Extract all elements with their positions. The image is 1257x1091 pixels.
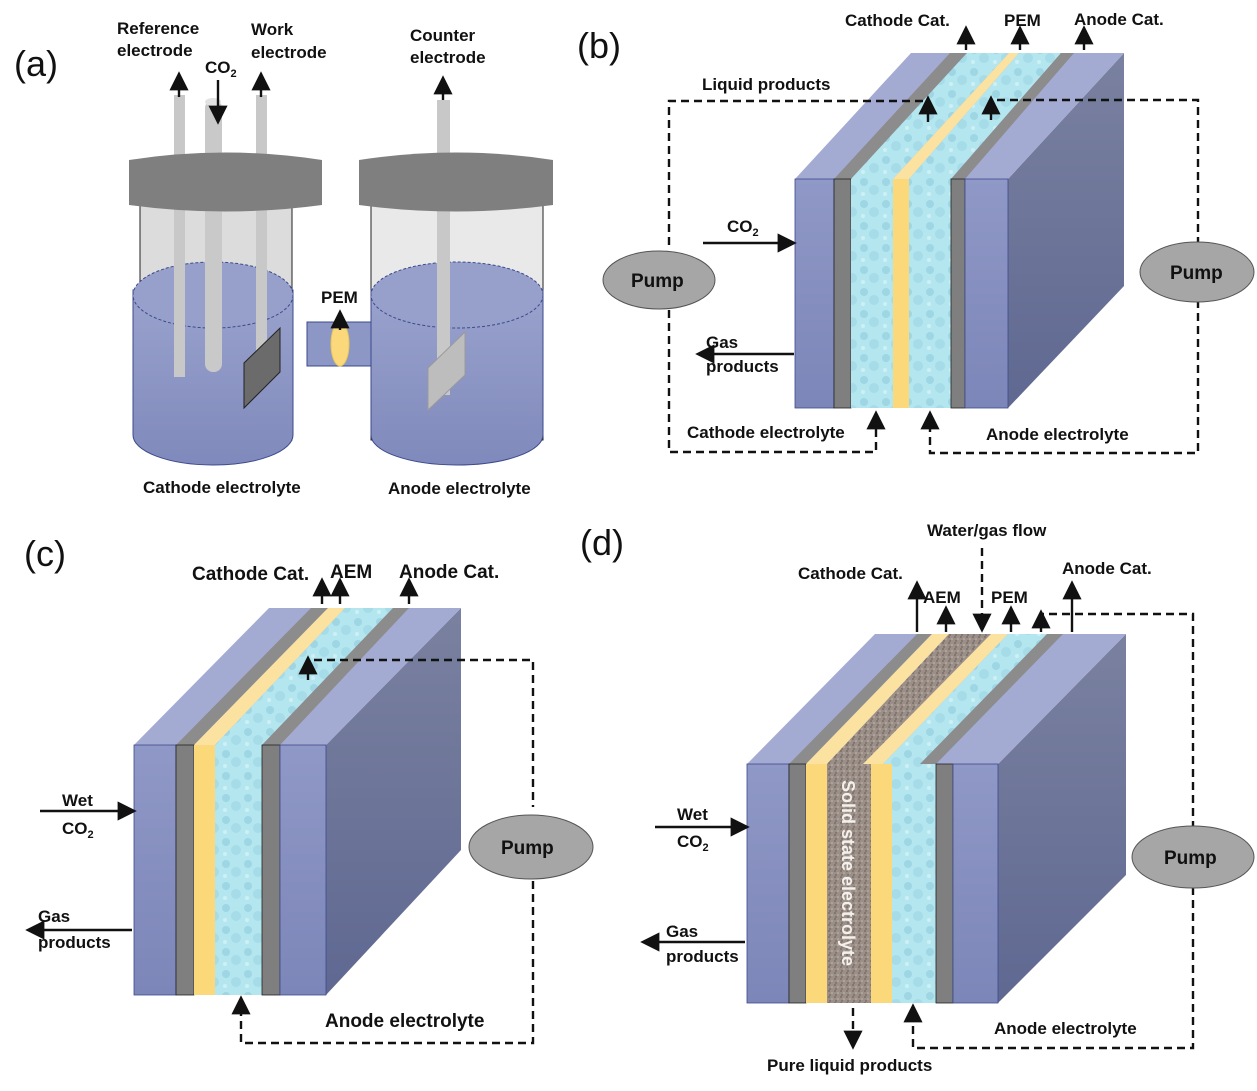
panel-c: (c) Cathode Cat. AEM Anode Cat. Pump Wet… xyxy=(24,533,594,1045)
d-anode-loop-bottom xyxy=(903,887,1195,1050)
d-cell-side-face xyxy=(998,634,1126,1003)
work-label-1: Work xyxy=(251,20,294,39)
d-anode-cat-label: Anode Cat. xyxy=(1062,559,1152,578)
b-anode-electrolyte-label: Anode electrolyte xyxy=(986,425,1129,444)
anode-electrolyte-label: Anode electrolyte xyxy=(388,479,531,498)
c-anode-loop-top xyxy=(306,658,535,807)
d-aem-layer xyxy=(806,764,827,1003)
d-pump-label: Pump xyxy=(1164,848,1217,869)
c-pump xyxy=(468,814,594,880)
c-aem-layer xyxy=(194,745,215,995)
d-anode-plate xyxy=(952,763,999,1004)
c-anode-plate xyxy=(279,744,327,996)
d-cathode-cat-label: Cathode Cat. xyxy=(798,564,903,583)
b-pump-left-label: Pump xyxy=(631,271,684,292)
c-gas-label-1: Gas xyxy=(38,907,70,926)
b-cathode-electrolyte-label: Cathode electrolyte xyxy=(687,423,845,442)
d-wet-label: Wet xyxy=(677,805,708,824)
d-pure-liquid-products-label: Pure liquid products xyxy=(767,1056,932,1075)
b-pump-left xyxy=(602,250,716,310)
d-anode-electrolyte-label: Anode electrolyte xyxy=(994,1019,1137,1038)
anode-catalyst-layer xyxy=(950,178,966,409)
cathode-cell xyxy=(129,95,322,466)
d-anode-loop-top xyxy=(1039,612,1195,826)
b-cathode-loop-top xyxy=(667,99,930,250)
cathode-liquid-layer xyxy=(851,179,893,408)
counter-label-1: Counter xyxy=(410,26,476,45)
d-solid-state-electrolyte-label: Solid state electrolyte xyxy=(838,780,858,966)
d-anode-liquid-layer xyxy=(892,764,936,1003)
d-pump xyxy=(1131,825,1255,889)
c-gas-label-2: products xyxy=(38,933,111,952)
c-pump-label: Pump xyxy=(501,838,554,859)
d-aem-label: AEM xyxy=(923,588,961,607)
b-cathode-cat-label: Cathode Cat. xyxy=(845,11,950,30)
b-gas-label-1: Gas xyxy=(706,333,738,352)
cathode-electrolyte-label: Cathode electrolyte xyxy=(143,478,301,497)
c-wet-label: Wet xyxy=(62,791,93,810)
b-co2-label: CO2 xyxy=(727,217,759,239)
d-water-gas-flow-label: Water/gas flow xyxy=(927,521,1047,540)
cell-side-face xyxy=(1008,53,1124,408)
anode-cell-lid xyxy=(359,152,553,212)
panel-b: (b) Cathode Cat. PEM Anode Cat. Liquid p… xyxy=(577,10,1255,455)
co2-label: CO2 xyxy=(205,58,237,80)
d-anode-catalyst-layer xyxy=(935,763,954,1004)
cathode-electrolyte-liquid xyxy=(132,289,294,466)
c-anode-catalyst-layer xyxy=(261,744,281,996)
d-cathode-plate xyxy=(746,763,790,1004)
panel-a: (a) PEM Refe xyxy=(14,19,553,498)
cathode-catalyst-layer xyxy=(833,178,852,409)
d-pem-layer xyxy=(871,764,892,1003)
panel-d-label: (d) xyxy=(580,522,624,563)
c-anode-liquid-layer xyxy=(215,745,262,995)
d-gas-label-1: Gas xyxy=(666,922,698,941)
b-anode-loop-top xyxy=(989,98,1200,243)
work-electrode-plate xyxy=(243,326,281,410)
counter-electrode-plate xyxy=(427,330,466,412)
d-solid-state-electrolyte-layer xyxy=(827,764,871,1003)
b-anode-loop-bottom xyxy=(920,300,1200,455)
reference-label-1: Reference xyxy=(117,19,199,38)
panel-d: (d) Solid state electrolyte Water/gas fl… xyxy=(580,521,1255,1075)
c-co2-label: CO2 xyxy=(62,819,94,841)
c-aem-label: AEM xyxy=(330,562,372,583)
b-pump-right xyxy=(1139,241,1255,303)
c-cathode-plate xyxy=(133,744,177,996)
b-pem-label: PEM xyxy=(1004,11,1041,30)
anode-cell xyxy=(359,100,553,466)
b-cathode-loop-bottom xyxy=(667,310,886,454)
c-cathode-catalyst-layer xyxy=(175,744,195,996)
pem-layer xyxy=(893,179,909,408)
reference-electrode-rod xyxy=(174,95,185,377)
work-label-2: electrode xyxy=(251,43,327,62)
panel-a-label: (a) xyxy=(14,43,58,84)
c-cathode-cat-label: Cathode Cat. xyxy=(192,564,309,585)
work-electrode-rod xyxy=(256,95,267,365)
d-co2-label: CO2 xyxy=(677,832,709,854)
cathode-plate xyxy=(794,178,835,409)
anode-liquid-layer xyxy=(909,179,951,408)
c-anode-electrolyte-label: Anode electrolyte xyxy=(325,1011,484,1032)
b-anode-cat-label: Anode Cat. xyxy=(1074,10,1164,29)
c-anode-cat-label: Anode Cat. xyxy=(399,562,499,583)
d-pem-label: PEM xyxy=(991,588,1028,607)
co2-inlet-tube xyxy=(205,100,222,372)
cathode-cell-lid xyxy=(129,152,322,212)
c-anode-loop-bottom xyxy=(231,868,535,1045)
b-liquid-products-label: Liquid products xyxy=(702,75,830,94)
pem-label: PEM xyxy=(321,288,358,307)
reference-label-2: electrode xyxy=(117,41,193,60)
d-cathode-catalyst-layer xyxy=(788,763,807,1004)
d-gas-label-2: products xyxy=(666,947,739,966)
panel-b-label: (b) xyxy=(577,25,621,66)
c-cell-side-face xyxy=(326,608,461,995)
b-pump-right-label: Pump xyxy=(1170,263,1223,284)
counter-label-2: electrode xyxy=(410,48,486,67)
panel-c-label: (c) xyxy=(24,533,66,574)
anode-plate xyxy=(964,178,1009,409)
b-gas-label-2: products xyxy=(706,357,779,376)
